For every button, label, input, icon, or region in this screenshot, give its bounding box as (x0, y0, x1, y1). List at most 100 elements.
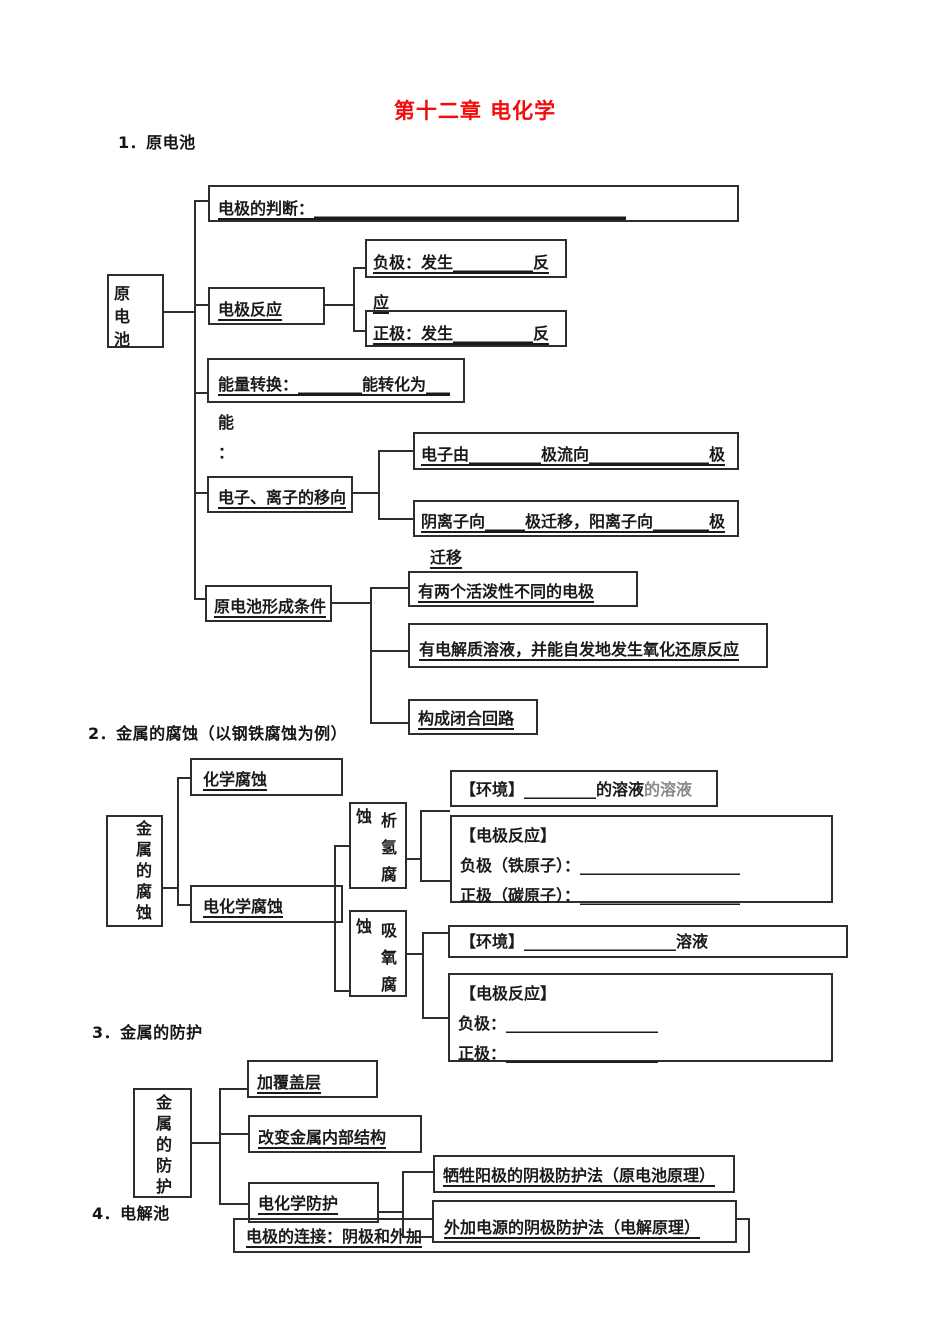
box-electrolyte-solution (408, 623, 768, 668)
link-electrode-reaction (325, 304, 353, 306)
box-closed-circuit (408, 699, 538, 735)
box-environment-2 (448, 925, 848, 958)
box-electrode-reaction (208, 287, 325, 325)
label-impressed-current: 外加电源的阴极防护法（电解原理） (444, 1218, 701, 1237)
label-coating-layer: 加覆盖层 (257, 1073, 322, 1092)
stub-react1 (420, 880, 450, 882)
stub-judgment (194, 200, 208, 202)
trunk-oxygen (422, 932, 424, 1017)
stub-sacrificial (402, 1171, 433, 1173)
box-energy-conversion (207, 358, 465, 403)
label-reactions-2-title: 【电极反应】 (460, 984, 557, 1003)
label-environment-2: 【环境】___________________溶液 (460, 932, 709, 951)
box-electrode-reactions-2 (448, 973, 833, 1062)
label-reactions-1-title: 【电极反应】 (460, 826, 557, 845)
box-hydrogen-evolution (349, 802, 407, 889)
link-primary-cell (163, 311, 194, 313)
label-metal-protection: 金 属 的 防 护 (156, 1093, 173, 1196)
stub-env1 (420, 810, 450, 812)
section-heading-4: 4．电解池 (92, 1204, 170, 1223)
trunk-electrode-reaction (353, 267, 355, 330)
stub-positive (353, 330, 365, 332)
label-change-structure: 改变金属内部结构 (258, 1128, 387, 1147)
section-heading-3: 3．金属的防护 (92, 1023, 203, 1042)
label-electrochemical-protection: 电化学防护 (258, 1194, 339, 1213)
link-oxygen (407, 953, 422, 955)
stub-negative (353, 267, 365, 269)
label-electrode-connection: 电极的连接：阴极和外加 (246, 1227, 423, 1246)
box-electrochemical-corrosion (190, 885, 343, 923)
link-conditions (332, 602, 370, 604)
label-negative-overflow: 应 (373, 293, 390, 312)
label-electrode-reaction: 电极反应 (218, 300, 283, 319)
label-hydrogen-column: 析 氢 腐 (381, 811, 398, 884)
box-anion-migration (413, 500, 739, 537)
label-metal-corrosion: 金 属 的 腐 蚀 (136, 819, 153, 922)
label-reactions-2-positive: 正极：___________________ (458, 1044, 659, 1063)
trunk-conditions (370, 587, 372, 722)
box-environment-1 (450, 770, 718, 807)
box-electrode-reactions-1 (450, 815, 833, 903)
box-sacrificial-anode (433, 1155, 735, 1193)
label-sacrificial-anode: 牺牲阳极的阴极防护法（原电池原理） (443, 1166, 716, 1185)
label-electron-flow: 电子由_________极流向_______________极 (421, 445, 726, 464)
box-positive-electrode (365, 310, 567, 347)
box-ion-movement (207, 476, 353, 513)
label-electrode-judgment: 电极的判断：__________________________________… (218, 199, 627, 218)
trunk-corrosion (177, 777, 179, 904)
label-energy-overflow-1: 能 (218, 413, 235, 432)
box-electrochemical-protection (248, 1182, 379, 1223)
label-environment-1-part-0: 【环境】_________的溶液 (460, 780, 645, 799)
trunk-corrosion-types (334, 845, 336, 990)
section-heading-1: 1．原电池 (118, 133, 196, 152)
box-primary-cell (107, 274, 164, 348)
label-electrochemical-corrosion: 电化学腐蚀 (203, 897, 284, 916)
box-coating-layer (247, 1060, 378, 1098)
stub-coating (219, 1088, 247, 1090)
box-chemical-corrosion (190, 758, 343, 796)
label-chemical-corrosion: 化学腐蚀 (203, 770, 268, 789)
label-oxygen-column: 吸 氧 腐 (381, 921, 398, 994)
stub-structure (219, 1133, 248, 1135)
stub-chemical (177, 777, 190, 779)
label-formation-conditions: 原电池形成条件 (214, 597, 327, 616)
label-environment-1-part-1: 的溶液 (644, 780, 693, 799)
label-negative-line: 负极：发生__________反 (373, 253, 550, 272)
stub-electro-protect (219, 1203, 248, 1205)
box-impressed-current (432, 1200, 737, 1243)
link-movement (353, 492, 378, 494)
stub-energy (194, 392, 207, 394)
label-primary-cell: 原 电 池 (114, 284, 131, 349)
stub-circuit (370, 722, 408, 724)
box-change-structure (248, 1115, 422, 1153)
stub-oxygen (334, 990, 349, 992)
box-two-electrodes (408, 571, 638, 607)
stub-electron-flow (378, 450, 413, 452)
box-electron-flow (413, 432, 739, 470)
stub-hydrogen (334, 845, 349, 847)
trunk-primary-cell (194, 200, 196, 600)
label-closed-circuit: 构成闭合回路 (418, 709, 515, 728)
stub-env2 (422, 932, 448, 934)
trunk-protection (219, 1088, 221, 1203)
section-heading-2: 2．金属的腐蚀（以钢铁腐蚀为例） (88, 724, 348, 743)
link-metal-corrosion (163, 887, 177, 889)
stub-two-electrodes (370, 587, 408, 589)
stub-impressed (402, 1236, 432, 1238)
label-two-electrodes: 有两个活泼性不同的电极 (418, 582, 595, 601)
label-reactions-1-negative: 负极（铁原子）：____________________ (460, 856, 741, 875)
label-environment-1: 【环境】_________的溶液的溶液 (460, 780, 692, 801)
label-energy-conversion: 能量转换：________能转化为___ (218, 375, 451, 394)
link-hydrogen (407, 858, 420, 860)
stub-movement (194, 492, 207, 494)
box-metal-corrosion (106, 815, 163, 927)
stub-anion (378, 518, 413, 520)
label-electrolyte: 有电解质溶液，并能自发地发生氧化还原反应 (419, 640, 740, 659)
box-formation-conditions (205, 585, 332, 622)
box-metal-protection (133, 1088, 192, 1198)
stub-electrochemical (177, 904, 190, 906)
label-oxygen-wrap: 蚀 (356, 917, 373, 936)
page-title: 第十二章 电化学 (393, 99, 557, 123)
label-ion-movement: 电子、离子的移向 (218, 488, 347, 507)
